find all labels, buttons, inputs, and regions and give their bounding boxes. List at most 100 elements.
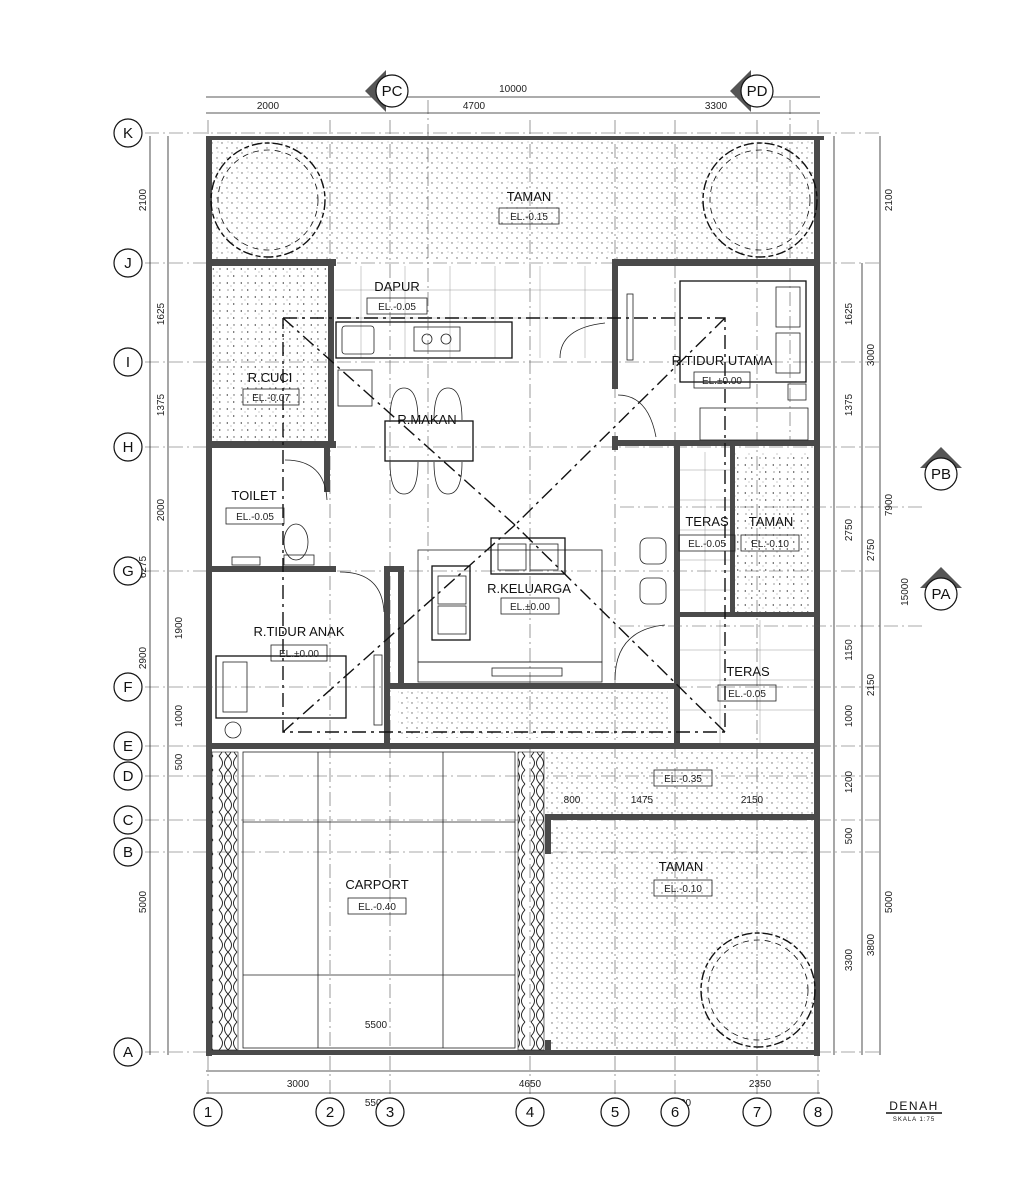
dim-right-inner-h: 3300 <box>844 948 855 971</box>
grid-row-d: D <box>113 761 143 791</box>
dimension-texts: 10000 2000 4700 3300 3000 4650 2350 5500… <box>138 84 911 1109</box>
grid-col-5: 5 <box>600 1097 630 1127</box>
taman-mid-elevation: EL.-0.10 <box>751 539 789 550</box>
grid-row-c: C <box>113 805 143 835</box>
r-keluarga-elevation: EL.±0.00 <box>510 602 550 613</box>
dim-right-mid-c: 2150 <box>866 673 877 696</box>
svg-text:2: 2 <box>326 1104 334 1121</box>
title-name: DENAH <box>889 1099 939 1113</box>
svg-text:7: 7 <box>753 1104 761 1121</box>
dapur-elevation: EL.-0.05 <box>378 302 416 313</box>
dim-left-outer-a: 2100 <box>138 188 149 211</box>
grid-row-b: B <box>113 837 143 867</box>
grid-row-j: J <box>113 248 143 278</box>
dim-left-inner-a: 1625 <box>156 302 167 325</box>
dining-set <box>384 387 474 495</box>
svg-text:F: F <box>123 679 132 696</box>
grid-row-e: E <box>113 731 143 761</box>
floor-fills <box>212 140 815 1050</box>
title-scale: SKALA 1:75 <box>893 1117 935 1123</box>
dim-bottom-d: 5500 <box>365 1098 388 1109</box>
dim-left-inner-b: 1375 <box>156 393 167 416</box>
grid-row-g: G <box>113 556 143 586</box>
section-marker-pa: PA <box>920 567 962 611</box>
room-labels: TAMAN EL.-0.15 DAPUR EL.-0.05 R.CUCI EL.… <box>225 189 800 915</box>
r-cuci-name: R.CUCI <box>248 370 293 385</box>
grid-row-markers: K J I H G F E D C B A <box>113 118 143 1067</box>
drawing-title: DENAH SKALA 1:75 <box>886 1099 942 1123</box>
dim-strip-b: 1475 <box>631 795 654 806</box>
taman-mid-name: TAMAN <box>749 514 794 529</box>
dim-right-inner-f: 1200 <box>844 770 855 793</box>
svg-text:3: 3 <box>386 1104 394 1121</box>
dim-strip-c: 2150 <box>741 795 764 806</box>
grid-col-2: 2 <box>315 1097 345 1127</box>
tree-top-right <box>702 142 818 258</box>
kitchen-counter <box>335 321 513 407</box>
dim-right-outer-d: 15000 <box>900 578 911 606</box>
dim-top-total: 10000 <box>499 84 527 95</box>
dim-top-c: 3300 <box>705 101 728 112</box>
grid-col-3: 3 <box>375 1097 405 1127</box>
r-makan-name: R.MAKAN <box>397 412 456 427</box>
toilet-fixtures <box>231 459 328 566</box>
dim-right-outer-a: 2100 <box>884 188 895 211</box>
dim-left-outer-b: 6275 <box>138 555 149 578</box>
dim-right-inner-g: 500 <box>844 827 855 844</box>
carport-name: CARPORT <box>345 877 408 892</box>
svg-text:E: E <box>123 738 133 755</box>
teras-2-name: TERAS <box>726 664 770 679</box>
teras-2-elevation: EL.-0.05 <box>728 689 766 700</box>
dim-right-inner-a: 1625 <box>844 302 855 325</box>
svg-text:PD: PD <box>747 83 768 100</box>
grid-row-f: F <box>113 672 143 702</box>
taman-top-elevation: EL.-0.15 <box>510 212 548 223</box>
tree-bottom-right <box>700 932 816 1048</box>
teras-1-name: TERAS <box>685 514 729 529</box>
grid-col-8: 8 <box>803 1097 833 1127</box>
taman-bottom-elevation: EL.-0.10 <box>664 884 702 895</box>
dim-left-outer-c: 2900 <box>138 646 149 669</box>
master-bed <box>679 280 809 441</box>
dim-right-inner-d: 1150 <box>844 639 855 661</box>
kids-bed <box>215 571 385 739</box>
svg-text:6: 6 <box>671 1104 679 1121</box>
svg-text:1: 1 <box>204 1104 212 1121</box>
dim-top-a: 2000 <box>257 101 280 112</box>
taman-bottom-name: TAMAN <box>659 859 704 874</box>
svg-text:C: C <box>123 812 134 829</box>
r-tidur-utama-elevation: EL.±0.00 <box>702 376 742 387</box>
svg-text:4: 4 <box>526 1104 534 1121</box>
dim-left-inner-d: 1900 <box>174 616 185 639</box>
carport-decor-strips <box>211 751 545 1051</box>
dim-strip-a: 800 <box>564 795 581 806</box>
walls <box>206 136 824 1056</box>
carport-elevation: EL.-0.40 <box>358 902 396 913</box>
section-lines <box>282 100 925 733</box>
svg-text:8: 8 <box>814 1104 822 1121</box>
dim-left-inner-f: 500 <box>174 753 185 770</box>
svg-text:I: I <box>126 354 130 371</box>
r-tidur-utama-name: R.TIDUR UTAMA <box>672 353 773 368</box>
r-tidur-anak-name: R.TIDUR ANAK <box>253 624 344 639</box>
toilet-name: TOILET <box>231 488 276 503</box>
dim-bottom-a: 3000 <box>287 1079 310 1090</box>
toilet-elevation: EL.-0.05 <box>236 512 274 523</box>
dim-right-mid-a: 3000 <box>866 343 877 366</box>
svg-text:J: J <box>124 255 132 272</box>
dim-right-inner-e: 1000 <box>844 704 855 727</box>
dim-top-b: 4700 <box>463 101 486 112</box>
grid-col-1: 1 <box>193 1097 223 1127</box>
svg-text:A: A <box>123 1044 133 1061</box>
section-marker-pc: PC <box>365 70 409 112</box>
r-cuci-elevation: EL.-0.07 <box>252 393 290 404</box>
svg-text:PA: PA <box>932 586 951 603</box>
section-marker-pb: PB <box>920 447 962 491</box>
teras-1-elevation: EL.-0.05 <box>688 539 726 550</box>
grid-col-7: 7 <box>742 1097 772 1127</box>
grid-row-h: H <box>113 432 143 462</box>
grid-col-4: 4 <box>515 1097 545 1127</box>
r-tidur-anak-elevation: EL.±0.00 <box>279 649 319 660</box>
section-marker-pd: PD <box>730 70 774 112</box>
